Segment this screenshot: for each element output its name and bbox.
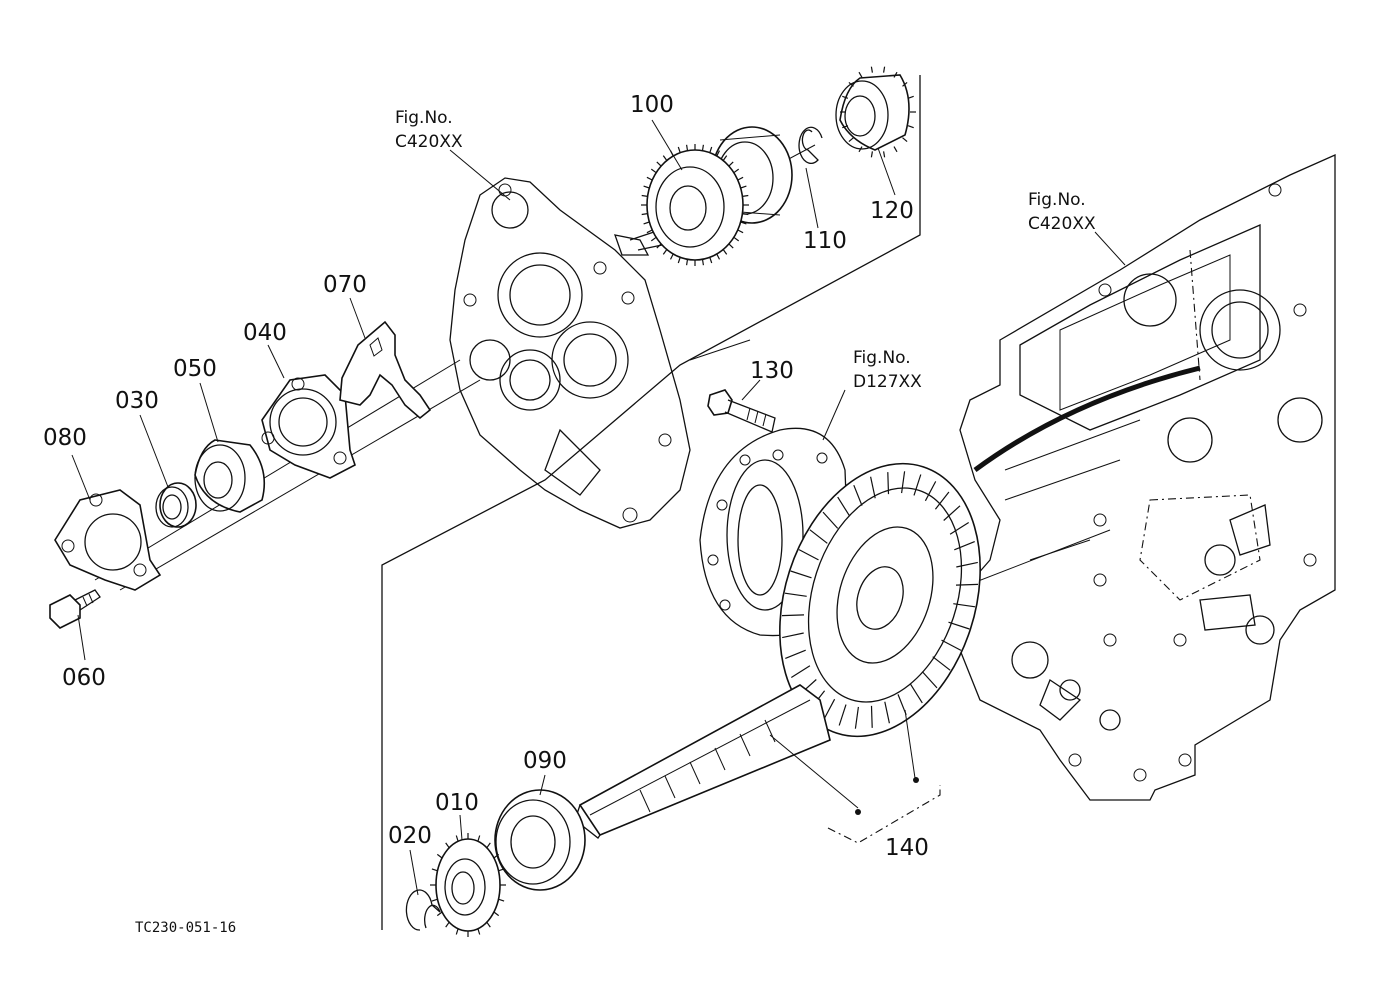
label-040: 040 xyxy=(243,320,287,346)
part-060-bolt xyxy=(49,589,101,629)
part-010-gear xyxy=(430,833,506,937)
group-bracket-upper xyxy=(381,75,921,930)
label-110: 110 xyxy=(803,228,847,254)
part-040-flange xyxy=(261,374,356,479)
label-080: 080 xyxy=(43,425,87,451)
part-140-bevel-gear-set xyxy=(574,462,981,839)
part-070-shift-fork xyxy=(339,320,432,420)
ref-2-line-2: C420XX xyxy=(1028,214,1096,234)
ref-1-line-1: Fig.No. xyxy=(395,108,453,128)
label-020: 020 xyxy=(388,823,432,849)
label-070: 070 xyxy=(323,272,367,298)
ref-1-line-2: C420XX xyxy=(395,132,463,152)
part-090-bearing xyxy=(494,789,586,891)
label-140: 140 xyxy=(885,835,929,861)
label-030: 030 xyxy=(115,388,159,414)
front-cover-plate-drawing xyxy=(449,177,691,529)
label-050: 050 xyxy=(173,356,217,382)
part-020-snap-ring xyxy=(405,889,441,931)
label-010: 010 xyxy=(435,790,479,816)
part-050-bearing xyxy=(194,439,266,513)
label-090: 090 xyxy=(523,748,567,774)
part-030-small-bearing xyxy=(155,482,197,528)
label-100: 100 xyxy=(630,92,674,118)
ref-3-line-1: Fig.No. xyxy=(853,348,911,368)
part-100-double-gear xyxy=(641,126,793,266)
label-120: 120 xyxy=(870,198,914,224)
transmission-case-drawing xyxy=(954,153,1336,801)
ref-3-line-2: D127XX xyxy=(853,372,922,392)
leader-lines xyxy=(71,119,1126,896)
part-080-flange-plate xyxy=(54,489,162,591)
part-110-snap-ring xyxy=(798,126,823,164)
part-130-bolt xyxy=(707,389,776,433)
figure-references: Fig.No. C420XX Fig.No. C420XX Fig.No. D1… xyxy=(395,108,1096,392)
label-130: 130 xyxy=(750,358,794,384)
drawing-code: TC230-051-16 xyxy=(135,920,236,936)
ref-2-line-1: Fig.No. xyxy=(1028,190,1086,210)
part-120-gear xyxy=(835,66,916,158)
part-labels: 100 110 120 070 040 050 030 080 060 130 … xyxy=(43,92,929,861)
label-060: 060 xyxy=(62,665,106,691)
